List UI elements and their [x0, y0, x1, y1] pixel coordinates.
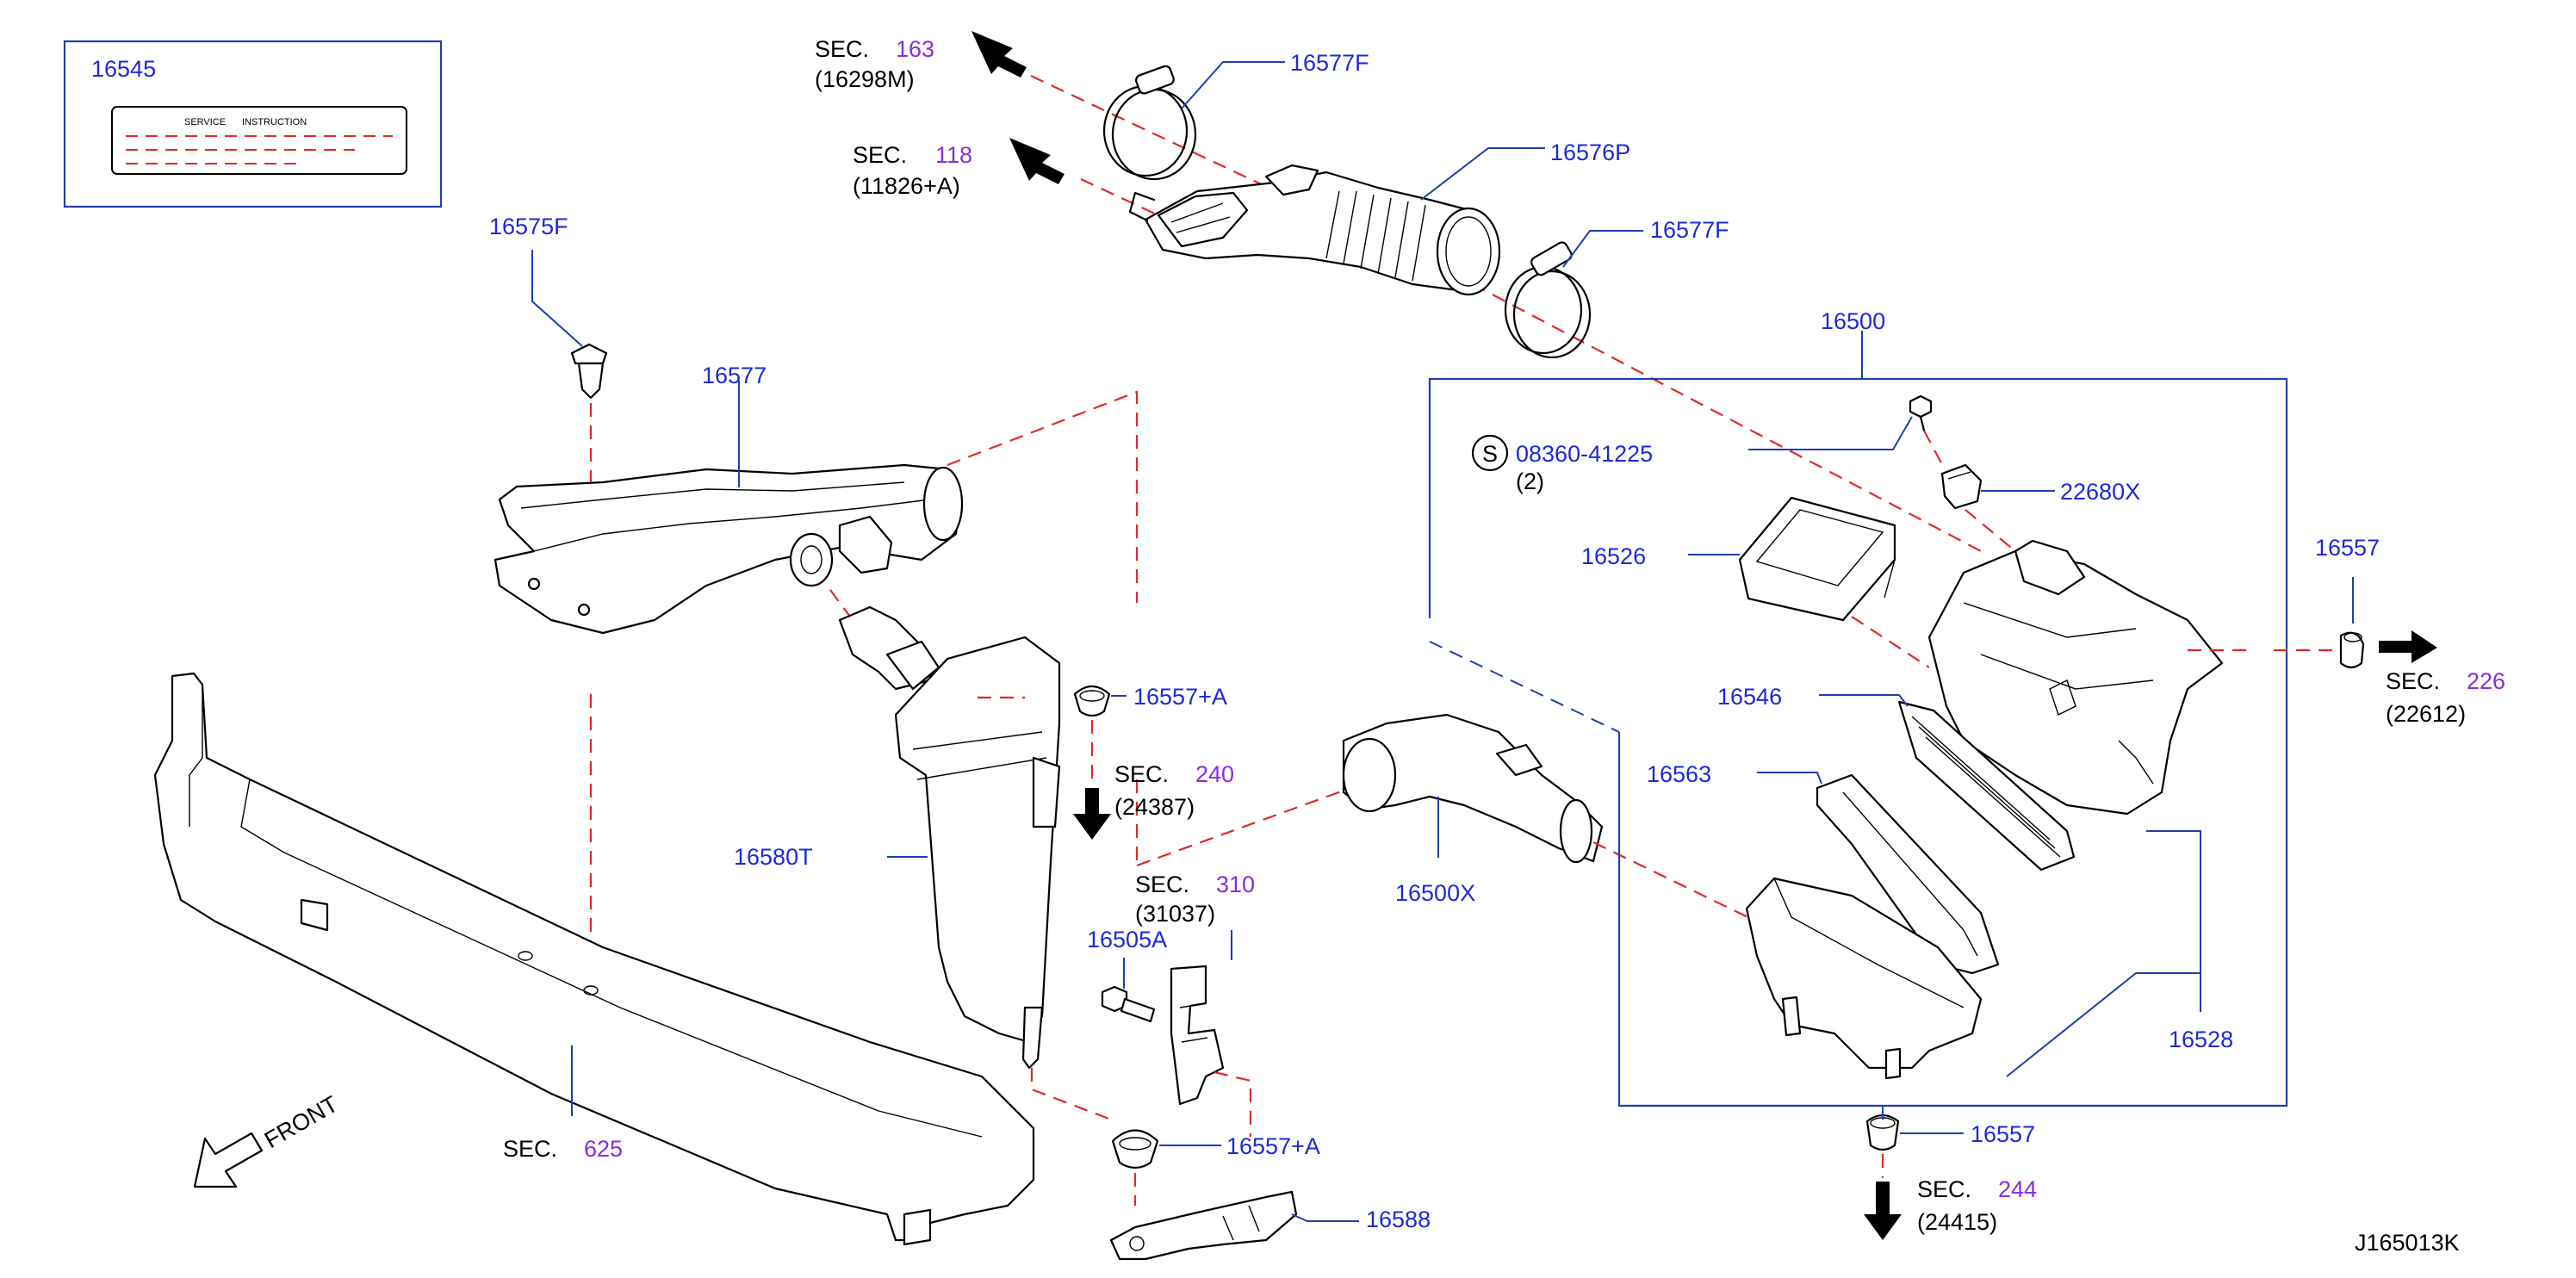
part-label-08360-41225[interactable]: 08360-41225 [1516, 441, 1653, 467]
svg-text:FRONT: FRONT [260, 1091, 343, 1153]
part-label-16500[interactable]: 16500 [1821, 308, 1885, 334]
bracket-16588[interactable] [1109, 1190, 1298, 1261]
air-cleaner-upper-case[interactable] [1927, 539, 2224, 816]
resonator-cover-16526[interactable] [1738, 496, 1896, 622]
part-label-16577f-middle[interactable]: 16577F [1650, 217, 1729, 243]
section-ref-625[interactable]: SEC. 625 [503, 1136, 623, 1162]
mass-air-flow-sensor-22680x[interactable] [1940, 463, 1983, 510]
part-label-16563[interactable]: 16563 [1647, 761, 1711, 787]
svg-text:(31037): (31037) [1135, 901, 1215, 927]
part-label-16588[interactable]: 16588 [1366, 1207, 1431, 1232]
radiator-core-support[interactable] [153, 672, 1035, 1246]
part-label-16528[interactable]: 16528 [2169, 1027, 2233, 1052]
part-label-16580t[interactable]: 16580T [734, 844, 813, 870]
part-qty-08360: (2) [1516, 468, 1544, 494]
svg-text:244: 244 [1998, 1176, 2037, 1202]
clip-16575f[interactable] [570, 343, 608, 400]
air-inlet-duct-16577[interactable] [493, 463, 964, 635]
part-label-16576p[interactable]: 16576P [1550, 140, 1630, 165]
part-label-16500x[interactable]: 16500X [1395, 880, 1475, 906]
grommet-16557a-top[interactable] [1073, 685, 1111, 717]
grommet-16557-bottom[interactable] [1865, 1114, 1900, 1151]
svg-text:SEC.: SEC. [1114, 761, 1169, 787]
service-label-box: 16545 SERVICE INSTRUCTION [63, 40, 443, 208]
part-label-16557a-top[interactable]: 16557+A [1133, 684, 1227, 710]
svg-text:SEC.: SEC. [503, 1136, 557, 1162]
svg-text:240: 240 [1195, 761, 1234, 787]
part-label-16545[interactable]: 16545 [91, 56, 156, 82]
svg-text:163: 163 [896, 36, 934, 62]
screw-08360-41225[interactable]: S [1471, 434, 1509, 472]
screw-icon [1909, 394, 1933, 432]
part-label-16557-bottom[interactable]: 16557 [1971, 1121, 2035, 1147]
section-ref-240[interactable]: SEC. 240 (24387) [1073, 761, 1234, 840]
svg-text:(16298M): (16298M) [815, 66, 915, 92]
svg-text:SEC.: SEC. [853, 142, 907, 168]
svg-text:SEC.: SEC. [815, 36, 869, 62]
section-ref-226[interactable]: SEC. 226 (22612) [2379, 630, 2505, 727]
part-label-16526[interactable]: 16526 [1581, 543, 1646, 569]
svg-text:S: S [1482, 441, 1498, 467]
part-label-16505a[interactable]: 16505A [1087, 927, 1167, 952]
drawing-id: J165013K [2355, 1230, 2460, 1256]
hose-clamp-16577f-top[interactable] [1102, 65, 1197, 181]
air-duct-hose-16576p[interactable] [1128, 164, 1501, 296]
upper-intake-hose-group: 16577F 16576P 16577F [1030, 50, 1982, 552]
svg-text:SEC.: SEC. [1917, 1176, 1971, 1202]
air-filter-element-16546[interactable] [1897, 700, 2076, 872]
svg-text:226: 226 [2467, 668, 2505, 694]
sensor-bracket [1170, 965, 1225, 1106]
part-label-16546[interactable]: 16546 [1717, 684, 1782, 710]
air-duct-16500x[interactable] [1342, 713, 1604, 864]
svg-text:(22612): (22612) [2386, 701, 2466, 727]
air-cleaner-assembly-box [1428, 331, 2288, 1107]
svg-text:(24415): (24415) [1917, 1209, 1997, 1235]
part-label-16577f-top[interactable]: 16577F [1290, 50, 1369, 76]
section-ref-118[interactable]: SEC. 118 (11826+A) [853, 138, 1065, 199]
part-label-16577[interactable]: 16577 [702, 363, 767, 388]
svg-text:SEC.: SEC. [2386, 668, 2440, 694]
part-label-16575f[interactable]: 16575F [489, 214, 568, 239]
svg-text:625: 625 [584, 1136, 623, 1162]
grommet-16557-right[interactable] [2339, 631, 2365, 669]
section-ref-244[interactable]: SEC. 244 (24415) [1864, 1176, 2037, 1240]
part-label-22680x[interactable]: 22680X [2060, 479, 2140, 505]
bolt-16505a[interactable] [1101, 985, 1156, 1023]
svg-text:(11826+A): (11826+A) [853, 173, 960, 199]
card-text-service: SERVICE [184, 117, 226, 127]
grommet-16557a-bottom[interactable] [1111, 1129, 1159, 1169]
card-text-instruction: INSTRUCTION [242, 117, 307, 127]
part-label-16557-right[interactable]: 16557 [2315, 535, 2380, 561]
resonator-16580t[interactable] [838, 605, 1061, 1070]
front-direction-indicator: FRONT [193, 1091, 343, 1188]
section-ref-163[interactable]: SEC. 163 (16298M) [815, 31, 1027, 92]
hose-clamp-16577f-middle[interactable] [1504, 240, 1592, 359]
svg-text:SEC.: SEC. [1135, 872, 1189, 897]
section-ref-310[interactable]: SEC. 310 (31037) [1135, 872, 1255, 927]
filter-seal-16563[interactable] [1816, 773, 2000, 975]
part-label-16557a-bottom[interactable]: 16557+A [1226, 1133, 1320, 1159]
svg-text:(24387): (24387) [1114, 794, 1195, 820]
svg-text:310: 310 [1216, 872, 1255, 897]
svg-text:118: 118 [935, 142, 972, 168]
air-cleaner-lower-case[interactable] [1745, 877, 1983, 1080]
